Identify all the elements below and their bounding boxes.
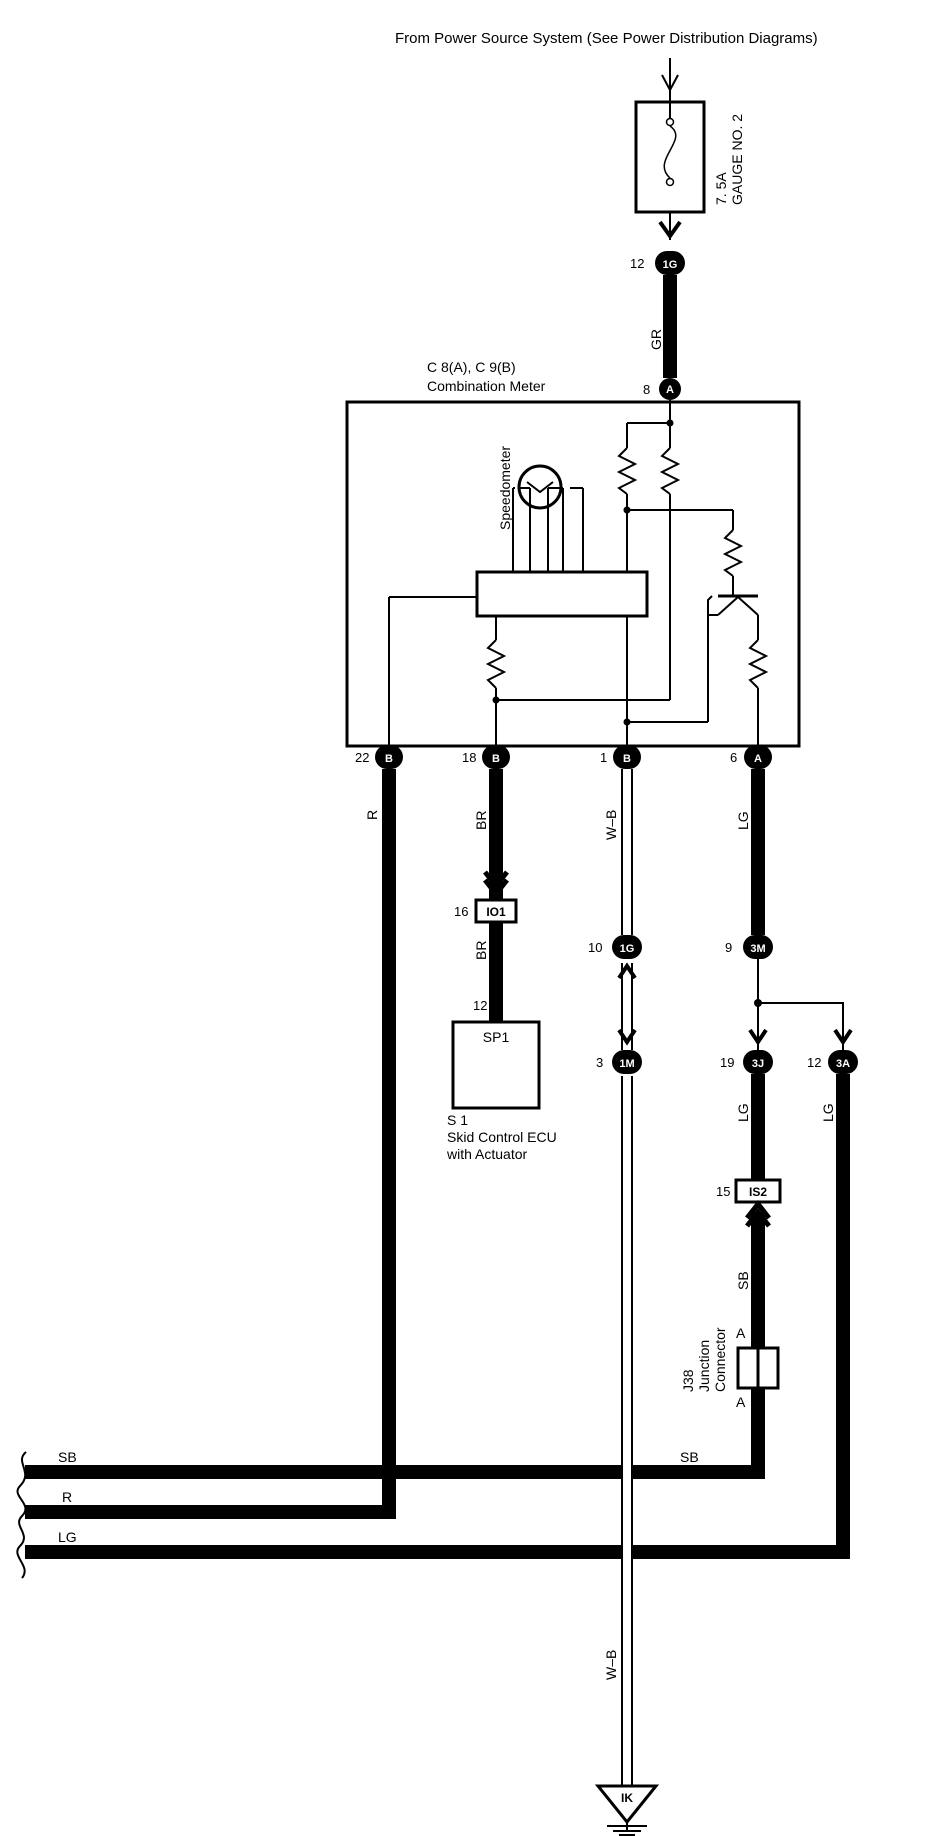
svg-text:A: A bbox=[754, 753, 762, 765]
wire-label-r-left: R bbox=[62, 1489, 72, 1505]
ecu-name-line2: with Actuator bbox=[446, 1146, 527, 1162]
junction-dot-lg bbox=[754, 999, 762, 1007]
svg-text:22: 22 bbox=[355, 750, 369, 765]
svg-text:12: 12 bbox=[630, 256, 644, 271]
wire-label-sb-right: SB bbox=[680, 1449, 699, 1465]
svg-text:18: 18 bbox=[462, 750, 476, 765]
svg-text:1G: 1G bbox=[620, 943, 635, 955]
junction-dots bbox=[492, 419, 674, 726]
wire-label-r: R bbox=[364, 810, 380, 820]
svg-text:A: A bbox=[666, 384, 674, 396]
svg-text:IS2: IS2 bbox=[749, 1185, 767, 1199]
combination-meter-box bbox=[345, 400, 801, 748]
skid-control-ecu-box bbox=[451, 1020, 541, 1110]
connector-1g: 1G 10 bbox=[588, 935, 642, 959]
svg-text:1M: 1M bbox=[619, 1058, 634, 1070]
svg-text:1: 1 bbox=[600, 750, 607, 765]
ecu-pin: 12 bbox=[473, 998, 487, 1013]
svg-text:B: B bbox=[385, 753, 393, 765]
power-arrow-icon bbox=[661, 58, 679, 102]
ground-code: IK bbox=[621, 1791, 633, 1805]
wire-label-lg-2: LG bbox=[735, 1103, 751, 1122]
svg-text:8: 8 bbox=[643, 382, 650, 397]
wire-break-marks bbox=[16, 1451, 27, 1579]
chevron-down-icon-3j bbox=[748, 1028, 853, 1046]
wire-label-w-b: W–B bbox=[603, 810, 619, 840]
svg-text:IO1: IO1 bbox=[486, 905, 506, 919]
wire-label-br-2: BR bbox=[473, 941, 489, 960]
wire-w-b bbox=[621, 769, 633, 1786]
junction-code: J38 bbox=[680, 1369, 696, 1392]
connector-meter-22: B 22 bbox=[355, 745, 403, 769]
fuse-rating: 7. 5A bbox=[713, 172, 729, 205]
connector-meter-6: A 6 bbox=[730, 745, 772, 769]
meter-code: C 8(A), C 9(B) bbox=[427, 359, 516, 375]
chevron-down-icon-1m bbox=[617, 1028, 637, 1046]
svg-text:16: 16 bbox=[454, 904, 468, 919]
chevron-down-icon bbox=[658, 220, 682, 240]
svg-text:B: B bbox=[623, 753, 631, 765]
double-chevron-down-icon bbox=[483, 870, 509, 899]
wire-label-lg: LG bbox=[735, 811, 751, 830]
connector-1m: 1M 3 bbox=[596, 1050, 642, 1074]
svg-text:3A: 3A bbox=[836, 1058, 850, 1070]
junction-pin-bottom: A bbox=[736, 1394, 746, 1410]
junction-name-line1: Junction bbox=[696, 1340, 712, 1392]
connector-1g-top: 1G 12 bbox=[630, 251, 685, 275]
meter-internal-circuit bbox=[388, 400, 769, 746]
ground-icon bbox=[594, 1784, 660, 1836]
lg-split bbox=[757, 959, 844, 1050]
fuse-gauge-no2: 7. 5A GAUGE NO. 2 bbox=[634, 100, 745, 240]
connector-io1: IO1 16 bbox=[454, 898, 518, 924]
connector-meter-1: B 1 bbox=[600, 745, 641, 769]
connector-3m: 3M 9 bbox=[725, 935, 773, 959]
junction-connector-j38 bbox=[736, 1346, 780, 1390]
connector-meter-18: B 18 bbox=[462, 745, 510, 769]
meter-ic-box bbox=[475, 570, 649, 618]
wire-label-gr: GR bbox=[648, 329, 664, 350]
svg-text:6: 6 bbox=[730, 750, 737, 765]
ecu-code: S 1 bbox=[447, 1112, 468, 1128]
wire-sb-horizontal bbox=[25, 1388, 765, 1479]
connector-3j: 3J 19 bbox=[720, 1050, 773, 1074]
wire-w-b-crossing bbox=[621, 1460, 633, 1565]
connector-3a: 3A 12 bbox=[807, 1050, 858, 1074]
connector-meter-a-top: A 8 bbox=[643, 378, 681, 400]
svg-text:9: 9 bbox=[725, 940, 732, 955]
wire-label-br: BR bbox=[473, 811, 489, 830]
power-source-title: From Power Source System (See Power Dist… bbox=[395, 30, 818, 47]
speedometer-gauge-icon bbox=[512, 464, 563, 572]
junction-pin-top: A bbox=[736, 1325, 746, 1341]
wire-lg-horizontal bbox=[25, 1074, 850, 1559]
svg-text:1G: 1G bbox=[663, 259, 678, 271]
junction-name-line2: Connector bbox=[712, 1327, 728, 1392]
wire-label-lg-left: LG bbox=[58, 1529, 77, 1545]
chevron-up-icon bbox=[617, 962, 637, 980]
speedometer-label: Speedometer bbox=[497, 446, 513, 530]
ecu-box-label: SP1 bbox=[483, 1029, 510, 1045]
svg-text:B: B bbox=[492, 753, 500, 765]
svg-text:15: 15 bbox=[716, 1184, 730, 1199]
fuse-name: GAUGE NO. 2 bbox=[729, 114, 745, 205]
wire-label-lg-3: LG bbox=[820, 1103, 836, 1122]
ecu-name-line1: Skid Control ECU bbox=[447, 1129, 557, 1145]
svg-text:19: 19 bbox=[720, 1055, 734, 1070]
svg-text:3M: 3M bbox=[750, 943, 765, 955]
wire-label-sb-left: SB bbox=[58, 1449, 77, 1465]
connector-is2: IS2 15 bbox=[716, 1178, 782, 1204]
meter-name: Combination Meter bbox=[427, 378, 546, 394]
wire-r bbox=[25, 769, 396, 1519]
svg-text:12: 12 bbox=[807, 1055, 821, 1070]
svg-text:3J: 3J bbox=[752, 1058, 764, 1070]
wire-label-w-b-2: W–B bbox=[603, 1650, 619, 1680]
wire-label-sb: SB bbox=[735, 1271, 751, 1290]
svg-text:3: 3 bbox=[596, 1055, 603, 1070]
svg-text:10: 10 bbox=[588, 940, 602, 955]
